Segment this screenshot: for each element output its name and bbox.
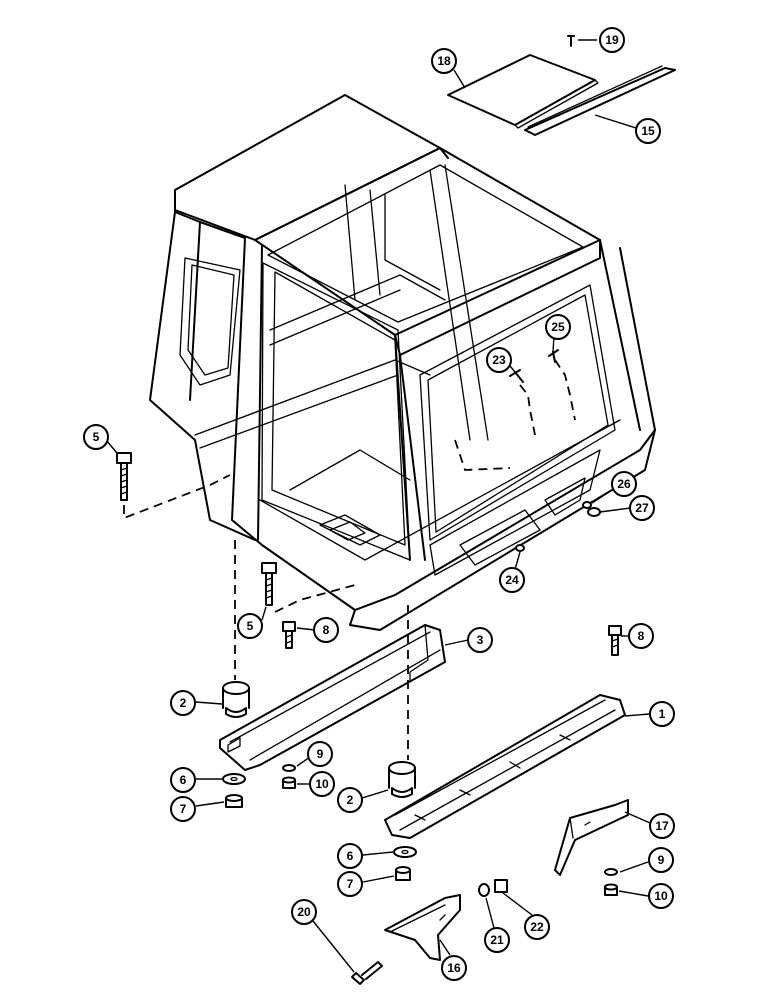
bolt-20 <box>351 961 383 985</box>
roof-plate-18 <box>447 54 599 129</box>
nut-22 <box>494 879 508 893</box>
svg-text:17: 17 <box>655 819 669 833</box>
rail-1 <box>384 694 626 839</box>
callout-23: 23 <box>486 347 512 373</box>
callout-21: 21 <box>484 927 510 953</box>
svg-text:5: 5 <box>247 619 254 633</box>
bracket-16 <box>384 894 461 961</box>
screw-23 <box>509 369 524 383</box>
callout-6: 6 <box>337 843 363 869</box>
svg-text:22: 22 <box>530 920 544 934</box>
callout-20: 20 <box>291 899 317 925</box>
svg-text:8: 8 <box>323 623 330 637</box>
svg-text:9: 9 <box>317 747 324 761</box>
svg-text:25: 25 <box>551 320 565 334</box>
nut-7-a <box>225 794 243 808</box>
callout-26: 26 <box>611 471 637 497</box>
nut-7-b <box>395 866 411 881</box>
nut-10-a <box>282 776 296 789</box>
svg-text:6: 6 <box>347 849 354 863</box>
callout-27: 27 <box>629 495 655 521</box>
svg-text:10: 10 <box>315 777 329 791</box>
washer-27 <box>587 507 601 517</box>
svg-text:23: 23 <box>492 353 506 367</box>
svg-text:9: 9 <box>658 853 665 867</box>
svg-text:27: 27 <box>635 501 649 515</box>
callout-18: 18 <box>431 48 457 74</box>
bracket-17 <box>554 799 629 876</box>
callout-25: 25 <box>545 314 571 340</box>
svg-text:3: 3 <box>477 633 484 647</box>
svg-text:21: 21 <box>490 933 504 947</box>
callout-7: 7 <box>337 871 363 897</box>
svg-text:15: 15 <box>641 124 655 138</box>
callout-1: 1 <box>649 701 675 727</box>
svg-text:18: 18 <box>437 54 451 68</box>
callout-8: 8 <box>313 617 339 643</box>
svg-text:16: 16 <box>447 961 461 975</box>
bolt-8-left <box>282 621 296 649</box>
mount-2-left <box>222 681 250 718</box>
callout-24: 24 <box>499 567 525 593</box>
callout-2: 2 <box>170 690 196 716</box>
callout-17: 17 <box>649 813 675 839</box>
callout-5: 5 <box>237 613 263 639</box>
callout-10: 10 <box>648 883 674 909</box>
trim-strip-15 <box>524 65 676 136</box>
callout-19: 19 <box>599 27 625 53</box>
svg-text:2: 2 <box>180 696 187 710</box>
svg-text:10: 10 <box>654 889 668 903</box>
svg-text:6: 6 <box>180 773 187 787</box>
svg-text:24: 24 <box>505 573 519 587</box>
svg-text:7: 7 <box>347 877 354 891</box>
mount-2-right <box>388 761 416 798</box>
svg-text:2: 2 <box>347 793 354 807</box>
nut-24 <box>515 544 525 552</box>
callout-10: 10 <box>309 771 335 797</box>
nut-26 <box>582 501 592 509</box>
bolt-5-lower <box>261 562 356 613</box>
callout-9: 9 <box>307 741 333 767</box>
nut-21 <box>478 883 490 897</box>
callout-22: 22 <box>524 914 550 940</box>
callout-7: 7 <box>170 796 196 822</box>
callout-3: 3 <box>467 627 493 653</box>
svg-text:20: 20 <box>297 905 311 919</box>
svg-text:7: 7 <box>180 802 187 816</box>
svg-text:5: 5 <box>93 430 100 444</box>
callout-6: 6 <box>170 767 196 793</box>
bolt-8-right <box>608 625 622 656</box>
svg-text:1: 1 <box>659 707 666 721</box>
bracket-3 <box>219 624 446 771</box>
washer-9-b <box>604 868 618 876</box>
washer-6-b <box>393 846 417 858</box>
svg-text:26: 26 <box>617 477 631 491</box>
washer-6-a <box>222 773 246 785</box>
callout-16: 16 <box>441 955 467 981</box>
callout-15: 15 <box>635 118 661 144</box>
svg-text:8: 8 <box>638 629 645 643</box>
callout-5: 5 <box>83 424 109 450</box>
svg-text:19: 19 <box>605 33 619 47</box>
screw-25 <box>548 349 559 363</box>
screw-19 <box>567 35 575 47</box>
callout-8: 8 <box>628 623 654 649</box>
callout-9: 9 <box>648 847 674 873</box>
callout-2: 2 <box>337 787 363 813</box>
bolt-5-upper <box>116 452 231 520</box>
nut-10-b <box>604 883 618 896</box>
cab-frame <box>149 94 656 631</box>
washer-9-a <box>282 764 296 772</box>
